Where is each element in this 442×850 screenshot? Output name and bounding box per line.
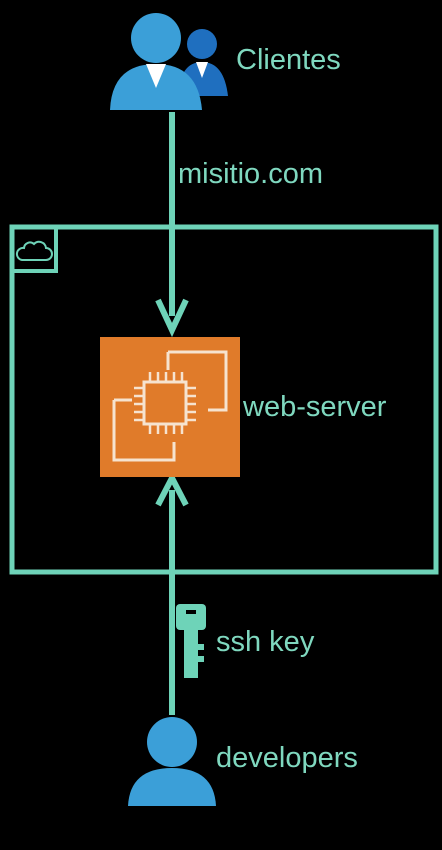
ec2-instance-icon: [100, 337, 240, 477]
developer-edge-label: ssh key: [216, 626, 315, 658]
cloud-icon: [15, 240, 53, 261]
client-edge-label: misitio.com: [178, 158, 324, 190]
user-icon: [128, 717, 216, 806]
arrow-developers-to-server: [155, 471, 189, 715]
arrow-clients-to-server: [155, 112, 189, 338]
clients-label: Clientes: [236, 44, 341, 76]
cloud-corner-tab: [10, 225, 58, 273]
server-label: web-server: [243, 391, 387, 423]
key-icon: [176, 604, 206, 678]
developers-label: developers: [216, 742, 358, 774]
users-icon: [110, 13, 228, 110]
cloud-boundary: [9, 224, 439, 575]
